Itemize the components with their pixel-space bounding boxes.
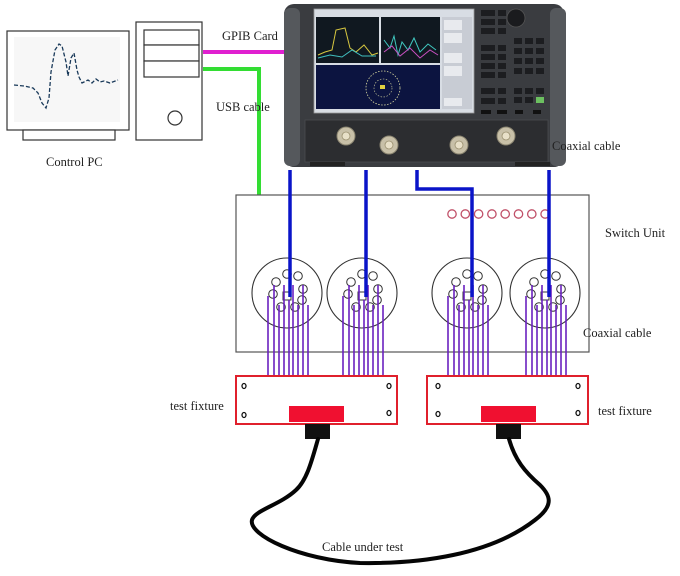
fixture-left-plug [305,424,330,439]
trace-2-line [383,34,437,57]
smith-chart-inner [373,78,393,98]
vna-green-key [536,97,544,103]
coax-cables [288,170,551,297]
vector-network-analyzer [284,4,566,167]
screen-trace-2 [381,17,440,63]
trace-2b-line [383,45,439,59]
connector-pin [462,269,472,279]
usb-label: USB cable [216,100,270,114]
connector-pin [551,271,561,281]
softkey-1 [444,20,462,30]
vna-port-2 [379,135,399,155]
connector-pin [297,295,307,305]
indicator-led [447,209,457,219]
connector-pin [526,289,536,299]
test-fixture-right [426,375,589,439]
vna-usb-ports [481,110,541,114]
fixture-left-label: test fixture [170,399,224,413]
drive-bay-2 [143,44,200,62]
connector-pin [346,277,356,287]
switch-connector-2 [326,257,398,376]
vna-port-4 [496,126,516,146]
gpib-label: GPIB Card [222,29,279,43]
fixture-left-connector [289,406,344,422]
coax-port-3 [415,170,474,297]
indicator-led [513,209,524,219]
drive-bay-1 [143,29,200,46]
switch-connector-3 [431,257,503,376]
connector-pin [271,277,281,287]
vna-port-3 [449,135,469,155]
connector-pin [343,289,353,299]
switch-unit-label: Switch Unit [605,226,666,240]
indicator-led [460,209,471,219]
connector-pin [529,277,539,287]
vna-side-right [550,8,566,166]
connector-pin [268,289,278,299]
monitor-stand [22,129,116,141]
indicator-led [487,209,497,219]
coaxial-cable-mid-label: Coaxial cable [583,326,652,340]
indicator-leds [447,209,550,219]
smith-marker [380,85,385,89]
cable-under-test-label: Cable under test [322,540,404,554]
connector-pin [448,289,458,299]
switch-connector-1 [251,257,323,376]
connector-pin [293,271,303,281]
switch-connectors [251,257,581,376]
control-pc: Control PC [6,21,203,169]
connector-pin [368,271,378,281]
drive-bay-3 [143,60,200,78]
fixture-right-plug [496,424,521,439]
indicator-led [526,209,537,219]
trace-1b-line [317,49,376,59]
monitor-screen [14,37,120,122]
vna-foot-left [310,162,345,166]
power-button [167,110,183,126]
fixture-right-label: test fixture [598,404,652,418]
fixture-right-connector [481,406,536,422]
softkey-3 [444,53,462,63]
usb-cable [203,67,261,196]
trace-1-line [317,27,379,56]
connector-pin [473,271,483,281]
test-fixture-left [235,375,398,439]
vna-rotary-knob [506,8,526,28]
softkey-2 [444,33,462,43]
connector-pin [477,295,487,305]
connector-pin [451,277,461,287]
control-pc-label: Control PC [46,155,103,169]
coaxial-cable-top-label: Coaxial cable [552,139,621,153]
screen-smith-chart [316,65,440,109]
vna-keypad [481,10,544,104]
vna-foot-right [515,162,550,166]
switch-connector-4 [509,257,581,376]
waveform [13,43,119,110]
smith-chart-circle [365,70,401,106]
softkey-5 [444,98,462,106]
vna-port-1 [336,126,356,146]
vna-side-left [284,8,300,166]
connector-pin [555,295,565,305]
connector-pin [372,295,382,305]
softkey-4 [444,66,462,76]
indicator-led [473,209,484,219]
indicator-led [500,209,511,219]
cable-under-test [249,437,551,566]
